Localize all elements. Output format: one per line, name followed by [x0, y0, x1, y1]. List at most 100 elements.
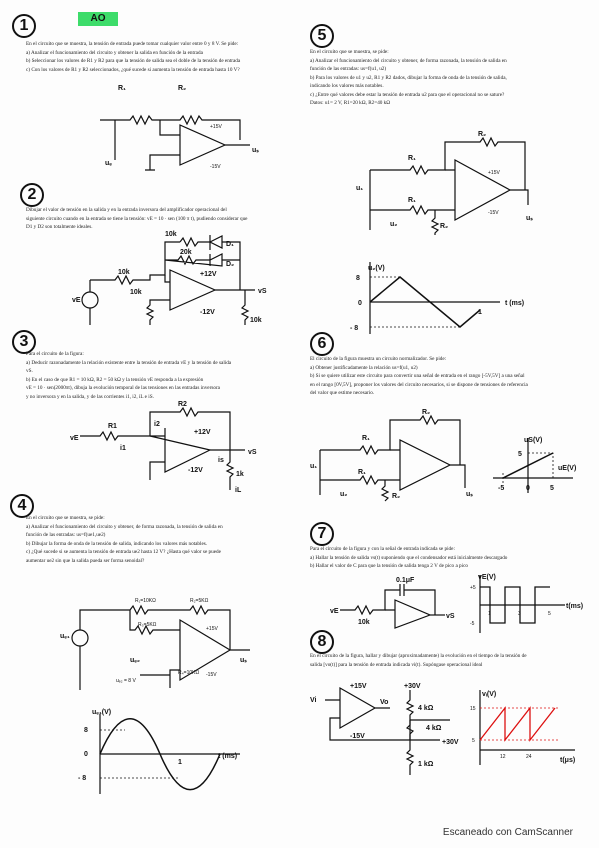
- problem-3-line: a) Deducir razonadamente la relación exi…: [26, 359, 232, 366]
- problem-3-circuit: R1 R2 i2 i1 is iL 1k +12V -12V vE vS: [70, 401, 257, 494]
- p4-ue2-label: uₑ₂: [130, 657, 140, 664]
- problem-1-statement: En el circuito que se muestra, la tensió…: [26, 40, 286, 74]
- p5-u2-label: u₂: [390, 221, 397, 228]
- p1-r1-label: R₁: [118, 85, 126, 92]
- highlight-badge: AO: [78, 12, 118, 26]
- p2-rl-label: 10k: [250, 317, 262, 324]
- scanner-watermark: Escaneado con CamScanner: [442, 827, 573, 838]
- p5-vminus-label: -15V: [488, 210, 499, 216]
- problem-5-line: c) ¿Entre qué valores debe estar la tens…: [310, 91, 505, 98]
- problem-4-graph: uₑ₁(V) t (ms) 8 0 - 8 1: [78, 709, 240, 794]
- p8-30v-b-label: +30V: [442, 739, 459, 746]
- p6-graph-tick: 5: [518, 451, 522, 458]
- problem-1-circuit: R₁ R₂ +15V -15V uₑ uₛ: [100, 85, 259, 171]
- p6-r1b-label: R₁: [358, 469, 366, 476]
- problem-7-line: a) Hallar la tensión de salida vs(t) sup…: [310, 554, 508, 561]
- problem-6-statement: El circuito de la figura muestra un circ…: [310, 355, 590, 398]
- p1-vminus-label: -15V: [210, 164, 221, 170]
- p6-graph-tick: 0: [526, 485, 530, 492]
- problem-8-line: En el circuito de la figura, hallar y di…: [310, 653, 527, 659]
- problem-4-line: función de las entradas: us=f(ue1,ue2): [26, 532, 106, 538]
- p5-r1b-label: R₁: [408, 197, 416, 204]
- p1-r2-label: R₂: [178, 85, 186, 92]
- problem-6-circuit: R₂ R₁ R₁ R₂ u₁ u₂ uₛ: [310, 409, 473, 502]
- problem-3-statement: Para el circuito de la figura: a) Deduci…: [26, 350, 288, 401]
- p6-graph-ylabel: uS(V): [524, 437, 542, 444]
- p2-ve-label: vE: [72, 297, 81, 304]
- problem-3-line: b) En el caso de que R1 = 10 kΩ, R2 = 50…: [26, 376, 204, 383]
- p4-vminus-label: -15V: [206, 672, 217, 678]
- p8-vminus-label: -15V: [350, 733, 365, 740]
- problem-8-line: salida [vo(t)] para la tensión de entrad…: [310, 661, 483, 668]
- p6-r2-label: R₂: [422, 409, 430, 416]
- problem-8-statement: En el circuito de la figura, hallar y di…: [310, 652, 590, 669]
- p6-graph-tick: -5: [498, 485, 504, 492]
- p4-graph-ytick: 0: [84, 751, 88, 758]
- problem-5-statement: En el circuito que se muestra, se pide: …: [310, 48, 590, 108]
- p3-rl-label: 1k: [236, 471, 244, 478]
- problem-5-number: 5: [310, 24, 334, 48]
- problem-4-number: 4: [10, 494, 34, 518]
- problem-7-statement: Para el circuito de la figura y con la s…: [310, 545, 590, 571]
- problem-5-line: indicando los valores más notables.: [310, 83, 384, 89]
- problem-6-line: del valor que estime necesario.: [310, 390, 375, 396]
- p4-ue1-label: uₑ₁: [60, 633, 70, 640]
- p5-graph-ytick: 8: [356, 275, 360, 282]
- problem-5-line: b) Para los valores de u1 y u2, R1 y R2 …: [310, 74, 507, 81]
- p7-vs-label: vS: [446, 613, 455, 620]
- p3-r1-label: R1: [108, 423, 117, 430]
- problem-5-line: Datos: u1= 2 V, R1=20 kΩ, R2=40 kΩ: [310, 100, 391, 106]
- p5-u1-label: u₁: [356, 185, 363, 192]
- p3-vplus-label: +12V: [194, 429, 211, 436]
- p8-graph-xtick: 12: [500, 754, 506, 760]
- problem-1-line: c) Con los valores de R1 y R2 selecciona…: [26, 66, 240, 73]
- problem-5-line: En el circuito que se muestra, se pide:: [310, 49, 389, 55]
- problem-3-line: vS.: [26, 368, 33, 374]
- p4-graph-xtick: 1: [178, 759, 182, 766]
- problem-5-line: función de las entradas: us=f(u1, u2): [310, 66, 387, 72]
- problem-8-number: 8: [310, 630, 334, 654]
- p4-graph-xlabel: t (ms): [218, 753, 237, 760]
- p1-us-label: uₛ: [252, 147, 259, 154]
- p4-r1-label: R₁=10KΩ: [135, 598, 156, 604]
- p8-graph-xlabel: t(μs): [560, 757, 575, 764]
- p7-graph-ytick: +5: [470, 585, 476, 591]
- p8-graph-ytick: 5: [472, 738, 475, 744]
- p7-graph-xtick: 5: [548, 611, 551, 617]
- p3-i1-label: i1: [120, 445, 126, 452]
- problem-7-circuit: 0.1μF 10k vE vS: [330, 577, 455, 629]
- problem-7-number: 7: [310, 522, 334, 546]
- p3-vs-label: vS: [248, 449, 257, 456]
- p8-r1-label: 4 kΩ: [418, 705, 434, 712]
- p7-graph-xtick: 1: [488, 611, 491, 617]
- p6-r1-label: R₁: [362, 435, 370, 442]
- p5-graph-ytick: 0: [358, 300, 362, 307]
- p3-r2-label: R2: [178, 401, 187, 408]
- p8-graph-xtick: 24: [526, 754, 532, 760]
- problem-2-number: 2: [20, 183, 44, 207]
- p4-graph-ytick: - 8: [78, 775, 86, 782]
- p7-graph-ylabel: vE(V): [478, 574, 496, 581]
- problem-2-line: Dibujar el valor de tensión en la salida…: [26, 207, 227, 213]
- p7-ve-label: vE: [330, 608, 339, 615]
- p4-us-label: uₛ: [240, 657, 247, 664]
- problem-5-line: a) Analizar el funcionamiento del circui…: [310, 57, 507, 64]
- p3-is-label: is: [218, 457, 224, 464]
- p5-graph-ylabel: u₂(V): [368, 265, 385, 272]
- p5-graph-xtick: 1: [478, 309, 482, 316]
- p1-ue-label: uₑ: [105, 160, 112, 167]
- problem-4-line: aumentar ue2 sin que la salida pueda ser…: [26, 557, 145, 564]
- problem-6-line: en el rango [0V,5V], proponer los valore…: [310, 381, 528, 388]
- problem-3-line: Para el circuito de la figura:: [26, 351, 84, 357]
- p6-u1-label: u₁: [310, 463, 317, 470]
- problem-1-line: b) Seleccionar los valores de R1 y R2 pa…: [26, 58, 241, 64]
- p2-d2-label: D₂: [226, 261, 234, 268]
- problem-6-number: 6: [310, 332, 334, 356]
- problem-3-number: 3: [12, 330, 36, 354]
- p7-graph-xtick: 3: [518, 611, 521, 617]
- p7-graph-xlabel: t(ms): [566, 603, 583, 610]
- p6-u2-label: u₂: [340, 491, 347, 498]
- problem-6-line: a) Obtener justificadamente la relación …: [310, 364, 418, 371]
- problem-2-line: siguiente circuito cuando en la entrada …: [26, 215, 248, 222]
